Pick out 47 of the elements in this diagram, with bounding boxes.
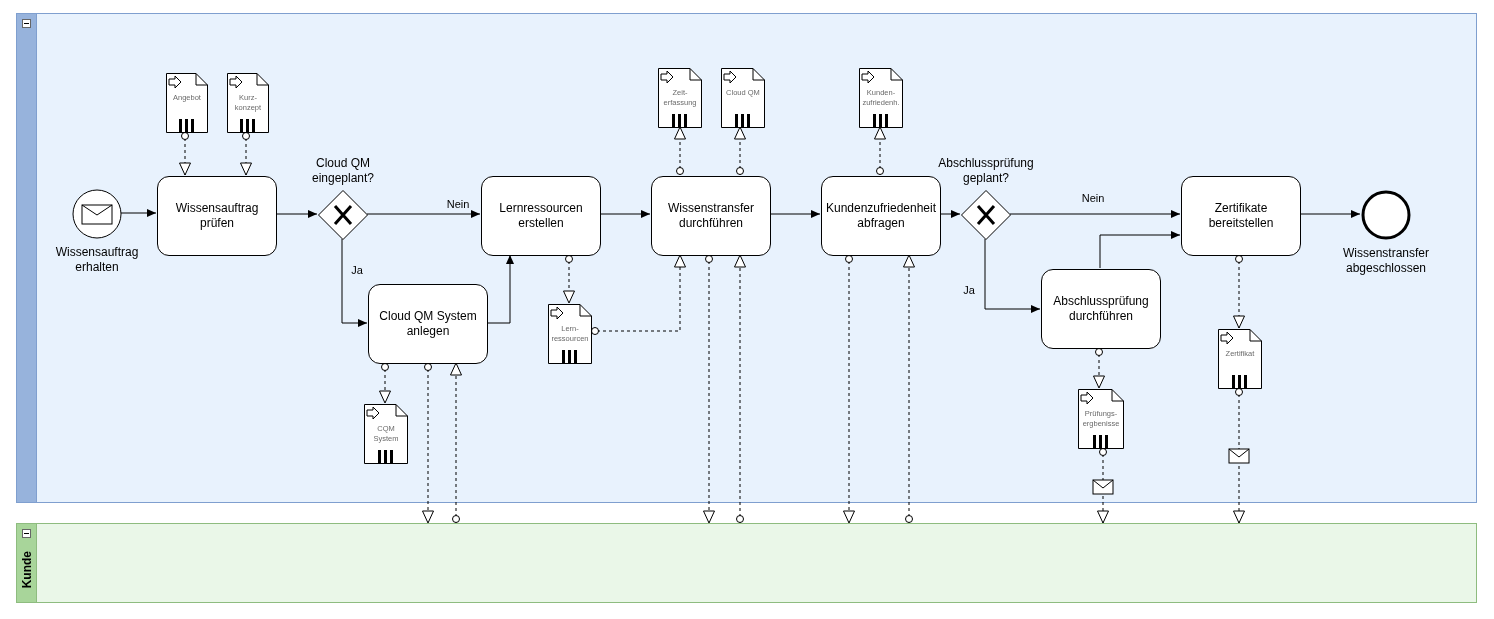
edge-label: Nein: [1080, 191, 1106, 205]
message-flow: [1233, 387, 1245, 524]
pool-label: Kunde: [19, 550, 35, 588]
pool: [16, 13, 1477, 503]
sequence-flow: [599, 210, 651, 218]
task-box: Lernressourcen erstellen: [481, 176, 601, 256]
event-label: Wissenstransfer abgeschlossen: [1342, 246, 1430, 276]
message-flow: [674, 126, 686, 176]
sequence-flow: [1299, 210, 1361, 218]
pool: [16, 523, 1477, 603]
gateway-label: Cloud QM eingeplant?: [310, 156, 376, 186]
edge-label: Ja: [350, 263, 364, 277]
task-box: Kundenzufriedenheit abfragen: [821, 176, 941, 256]
event-label: Wissensauftrag erhalten: [54, 245, 140, 275]
message-flow: [874, 126, 886, 176]
sequence-flow: [769, 210, 821, 218]
message-flow: [1097, 447, 1109, 524]
message-flow: [422, 362, 434, 524]
sequence-flow: [120, 209, 157, 217]
message-flow: [179, 131, 191, 176]
message-flow: [1093, 347, 1105, 389]
message-flow: [843, 254, 855, 524]
sequence-flow: [366, 210, 481, 218]
message-flow: [240, 131, 252, 176]
sequence-flow: [1099, 231, 1181, 269]
sequence-flow: [341, 238, 368, 327]
task-box: Wissensauftrag prüfen: [157, 176, 277, 256]
message-flow: [734, 126, 746, 176]
sequence-flow: [275, 210, 318, 218]
sequence-flow: [1009, 210, 1181, 218]
task-box: Cloud QM System anlegen: [368, 284, 488, 364]
message-flow: [734, 254, 746, 524]
message-flow: [563, 254, 575, 304]
sequence-flow: [984, 238, 1041, 313]
message-flow: [703, 254, 715, 524]
sequence-flow: [486, 254, 514, 324]
message-flow: [1233, 254, 1245, 329]
sequence-flow: [939, 210, 961, 218]
task-box: Wissenstransfer durchführen: [651, 176, 771, 256]
task-box: Zertifikate bereitstellen: [1181, 176, 1301, 256]
message-flow: [450, 362, 462, 524]
message-flow: [379, 362, 391, 404]
message-flow: [590, 254, 686, 335]
task-box: Abschlussprüfung durchführen: [1041, 269, 1161, 349]
edge-label: Ja: [962, 283, 976, 297]
message-flow: [903, 254, 915, 524]
edge-label: Nein: [445, 197, 471, 211]
